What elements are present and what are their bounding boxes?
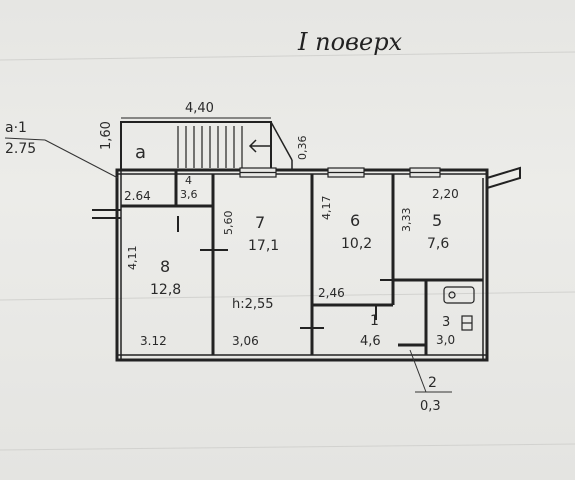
annex-room-letter: a bbox=[135, 142, 146, 163]
room1-number: 1 bbox=[370, 313, 379, 329]
room8-number: 8 bbox=[160, 257, 170, 276]
leader-lines bbox=[4, 137, 452, 393]
dim-room1-side: 2,46 bbox=[318, 286, 345, 300]
dim-room8-bottom: 3.12 bbox=[140, 334, 167, 348]
bath-fixtures bbox=[443, 286, 475, 331]
door-marks bbox=[177, 216, 406, 329]
dim-room6-side: 4,17 bbox=[320, 196, 333, 221]
dim-room5-top: 2,20 bbox=[432, 187, 459, 201]
room5-number: 5 bbox=[432, 211, 442, 230]
room4-area: 3,6 bbox=[180, 188, 198, 201]
dim-gap: 0,36 bbox=[296, 136, 309, 161]
room7-area: 17,1 bbox=[248, 238, 279, 254]
room1-area: 4,6 bbox=[360, 334, 381, 349]
paper-lines bbox=[0, 51, 575, 451]
ceiling-height: h:2,55 bbox=[232, 297, 274, 312]
dim-stair-width: 4,40 bbox=[185, 101, 214, 116]
dim-room8-side: 4,11 bbox=[126, 246, 139, 271]
room7-number: 7 bbox=[255, 213, 265, 232]
room6-area: 10,2 bbox=[341, 236, 372, 252]
room8-area: 12,8 bbox=[150, 282, 181, 298]
room2-number: 2 bbox=[428, 375, 437, 391]
room4-number: 4 bbox=[185, 174, 192, 187]
dim-room7-side: 5,60 bbox=[222, 211, 235, 236]
room4-left-dim: 2.64 bbox=[124, 189, 151, 203]
annex-label: a·1 bbox=[5, 120, 27, 136]
dim-room7-bottom: 3,06 bbox=[232, 334, 259, 348]
room6-number: 6 bbox=[350, 211, 360, 230]
stair-treads bbox=[177, 126, 243, 168]
plan-title: I поверх bbox=[297, 28, 403, 56]
dim-room5-side: 3,33 bbox=[400, 208, 413, 233]
room3-area: 3,0 bbox=[436, 333, 455, 347]
dim-stair-depth: 1,60 bbox=[99, 121, 114, 150]
room5-area: 7,6 bbox=[427, 236, 449, 252]
stair-block bbox=[120, 117, 293, 171]
room3-number: 3 bbox=[442, 315, 450, 330]
interior-walls bbox=[121, 170, 483, 355]
windows bbox=[239, 167, 441, 178]
annex-value: 2.75 bbox=[5, 141, 36, 157]
room2-area: 0,3 bbox=[420, 399, 441, 414]
